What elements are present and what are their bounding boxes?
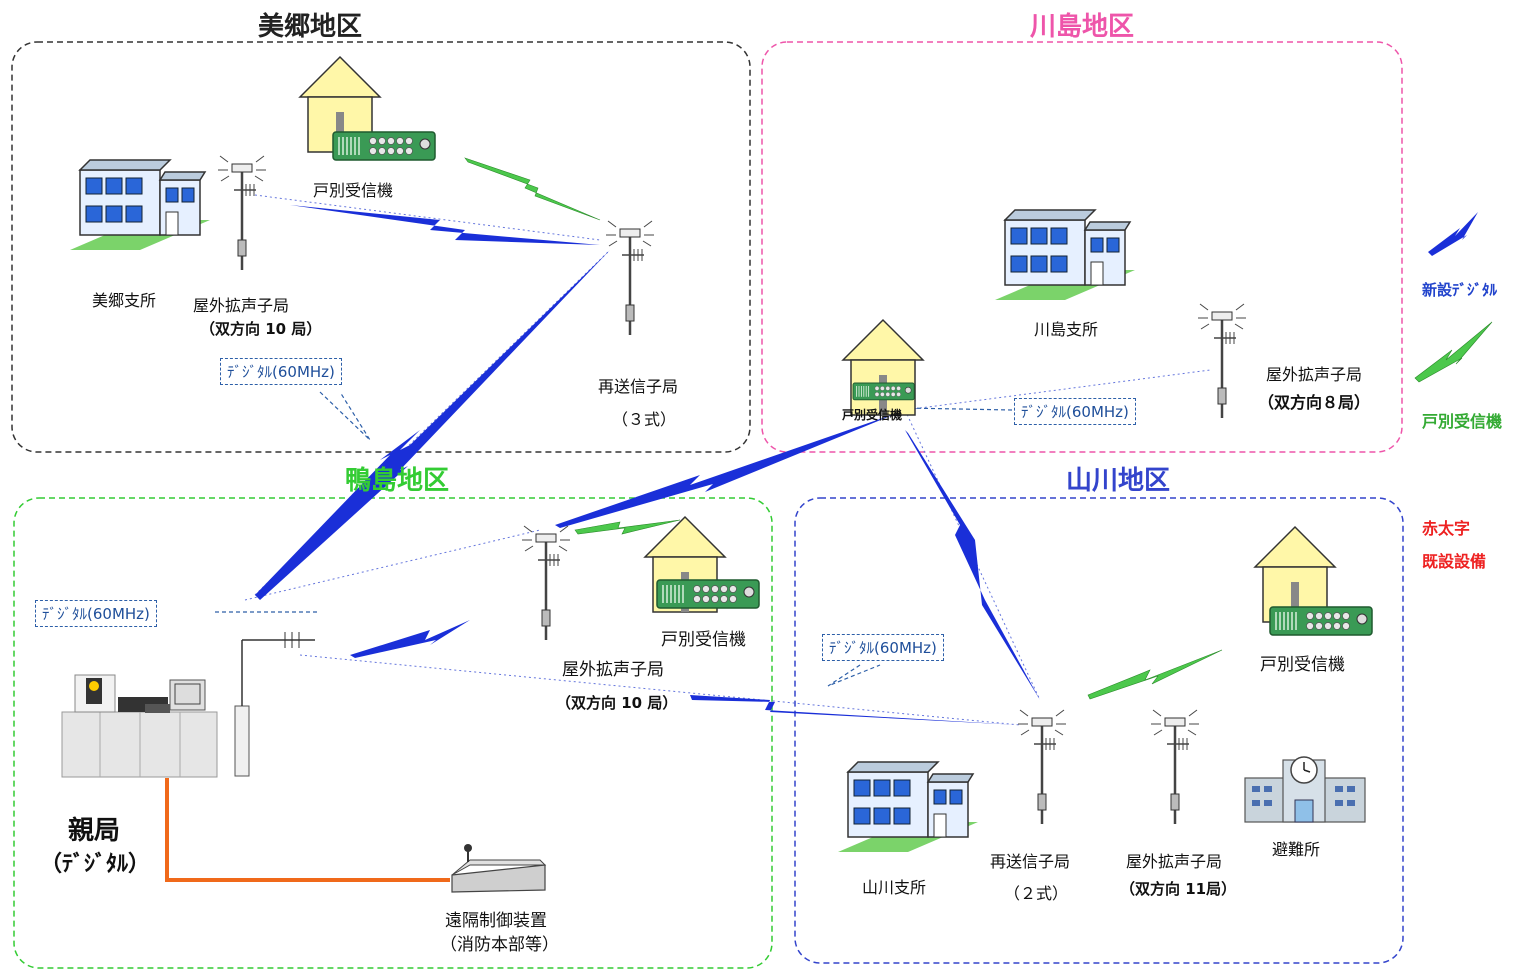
remote-control-sub: （消防本部等） <box>440 935 559 955</box>
kamoshima-receiver-label: 戸別受信機 <box>661 630 746 650</box>
misato-speaker-label: 屋外拡声子局 <box>193 296 290 315</box>
legend-new-digital-bolt <box>1428 212 1478 256</box>
legend-new-digital-label: 新設ﾃﾞｼﾞﾀﾙ <box>1422 281 1498 299</box>
misato-speaker-count: （双方向 10 局） <box>200 320 322 338</box>
yamakawa-relay-mast <box>1016 708 1068 826</box>
signal-rays <box>244 194 1211 726</box>
kamoshima-speaker-mast <box>520 524 572 642</box>
yamakawa-speaker-mast <box>1149 708 1201 826</box>
misato-branch-building <box>69 159 211 251</box>
yamakawa-speaker-label: 屋外拡声子局 <box>1126 852 1223 871</box>
yamakawa-relay-label: 再送信子局 <box>990 852 1071 871</box>
legend-red-bold-label: 赤太字 <box>1422 519 1471 538</box>
misato-speaker-mast <box>216 154 268 272</box>
kamoshima-digital-callout: ﾃﾞｼﾞﾀﾙ(60MHz) <box>35 600 157 627</box>
misato-region-title: 美郷地区 <box>258 12 363 42</box>
evacuation-site-label: 避難所 <box>1272 840 1321 859</box>
yamakawa-branch-building <box>837 761 979 853</box>
misato-receiver-label: 戸別受信機 <box>313 181 394 200</box>
evacuation-building <box>1244 756 1366 823</box>
kawashima-receiver-radio <box>852 382 915 401</box>
kawashima-branch-building <box>994 209 1136 301</box>
kawashima-digital-callout: ﾃﾞｼﾞﾀﾙ(60MHz) <box>1014 398 1136 425</box>
misato-relay-label: 再送信子局 <box>598 377 679 396</box>
kamoshima-speaker-label: 屋外拡声子局 <box>562 660 664 680</box>
kamoshima-region-box <box>13 497 773 969</box>
misato-receiver-radio <box>332 131 436 161</box>
kawashima-region-title: 川島地区 <box>1030 12 1135 42</box>
callout-pointers <box>215 391 1013 687</box>
master-station-equipment <box>61 632 315 778</box>
kawashima-speaker-label: 屋外拡声子局 <box>1266 365 1363 384</box>
master-station-sub: （ﾃﾞｼﾞﾀﾙ） <box>40 852 151 877</box>
kawashima-region-box <box>761 41 1403 453</box>
misato-relay-mast <box>604 219 656 337</box>
misato-relay-count: （３式） <box>612 410 677 429</box>
kamoshima-region-title: 鴨島地区 <box>345 466 450 496</box>
yamakawa-receiver-radio <box>1269 606 1373 636</box>
yamakawa-relay-count: （２式） <box>1004 884 1069 903</box>
kawashima-speaker-count: （双方向８局） <box>1258 393 1371 412</box>
yamakawa-region-title: 山川地区 <box>1066 466 1171 496</box>
master-station-label: 親局 <box>68 816 121 846</box>
kawashima-speaker-mast <box>1196 302 1248 420</box>
remote-control-console <box>451 844 547 893</box>
household-bolts <box>464 157 1223 700</box>
yamakawa-receiver-label: 戸別受信機 <box>1260 655 1345 675</box>
remote-control-label: 遠隔制御装置 <box>445 911 547 931</box>
kamoshima-receiver-radio <box>656 579 760 609</box>
kawashima-receiver-label: 戸別受信機 <box>842 408 903 422</box>
misato-region-box <box>11 41 751 453</box>
yamakawa-speaker-count: （双方向 11局） <box>1120 880 1237 898</box>
yamakawa-branch-label: 山川支所 <box>862 878 927 897</box>
legend-existing-label: 既設設備 <box>1422 552 1487 571</box>
control-cable <box>165 778 450 882</box>
kawashima-house <box>842 319 924 416</box>
legend-household-bolt <box>1414 321 1493 383</box>
misato-branch-label: 美郷支所 <box>92 291 157 310</box>
misato-digital-callout: ﾃﾞｼﾞﾀﾙ(60MHz) <box>220 358 342 385</box>
legend-household-label: 戸別受信機 <box>1422 412 1503 431</box>
new-digital-bolts <box>255 205 1040 725</box>
kamoshima-speaker-count: （双方向 10 局） <box>556 694 678 712</box>
yamakawa-digital-callout: ﾃﾞｼﾞﾀﾙ(60MHz) <box>822 634 944 661</box>
kawashima-branch-label: 川島支所 <box>1034 320 1099 339</box>
yamakawa-region-box <box>794 497 1404 964</box>
